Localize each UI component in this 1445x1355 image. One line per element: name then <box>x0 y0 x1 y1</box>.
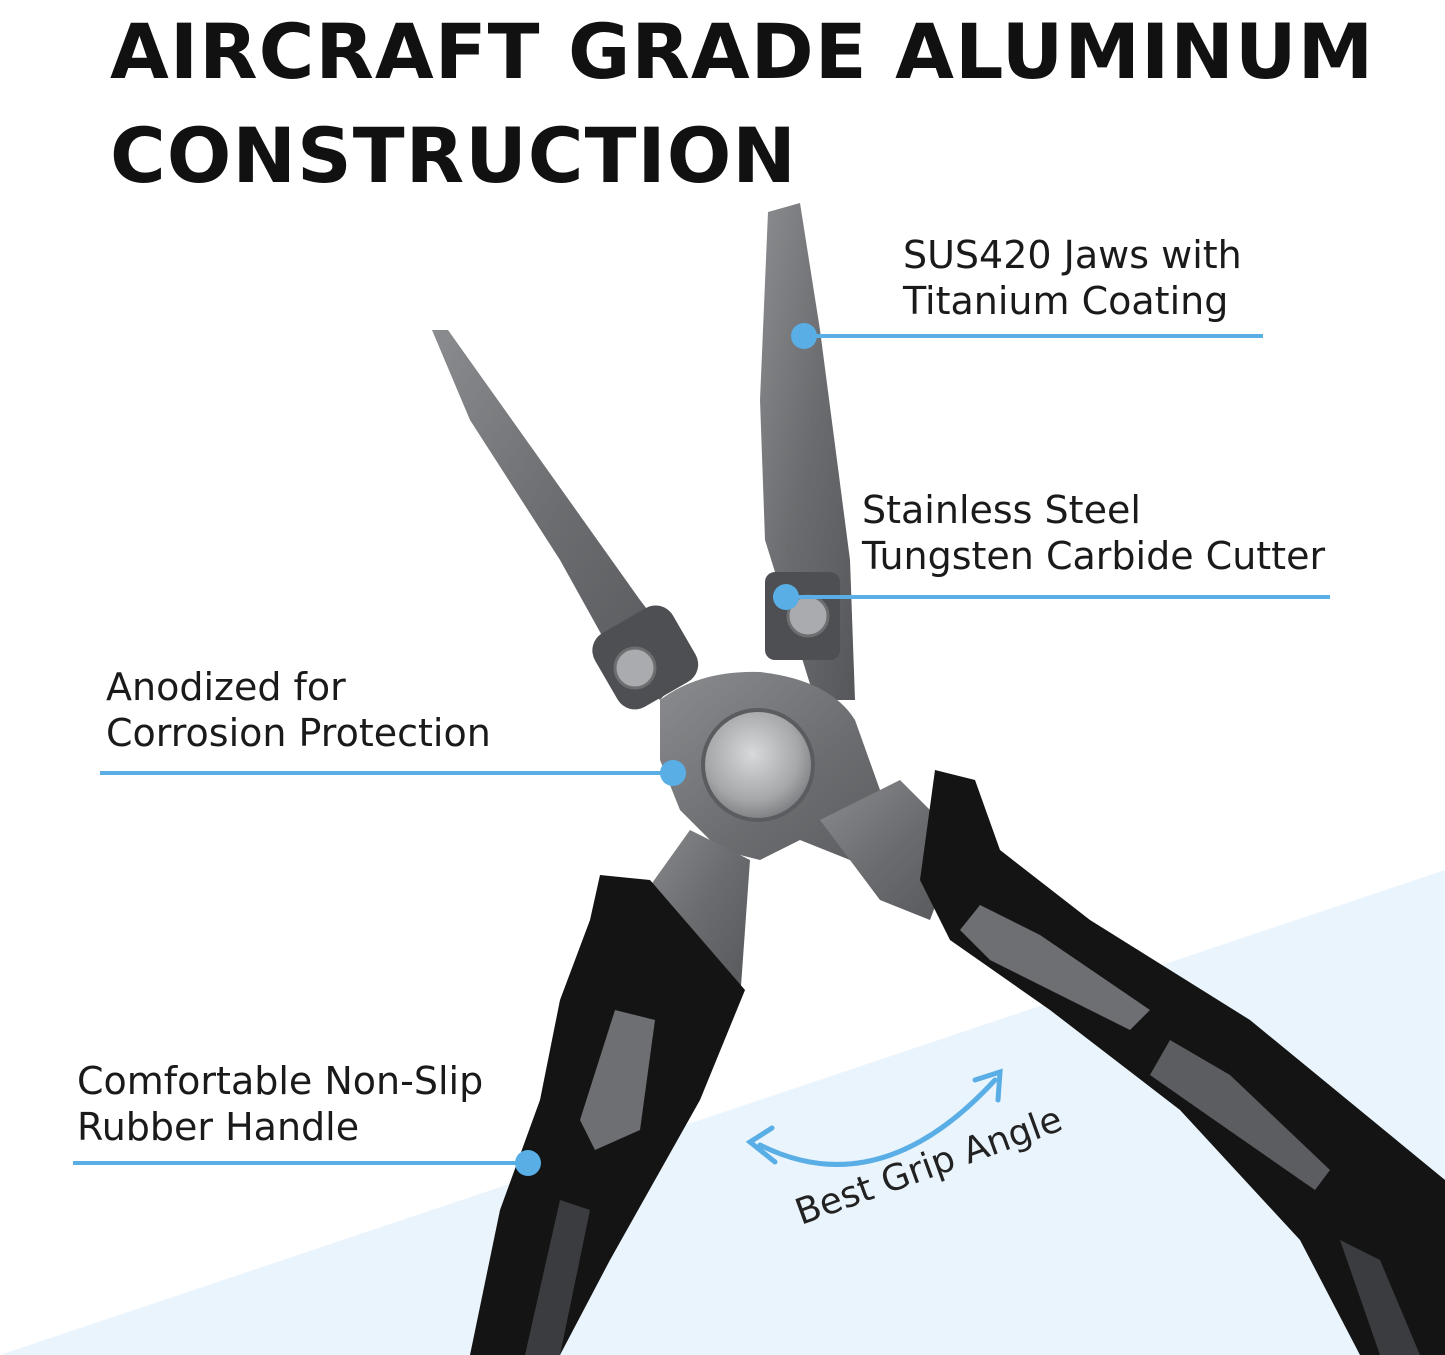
callout-handle-line-1: Comfortable Non-Slip <box>77 1059 484 1103</box>
callout-jaws-line-1: SUS420 Jaws with <box>903 233 1242 277</box>
page-title-line-1: AIRCRAFT GRADE ALUMINUM <box>110 7 1375 96</box>
callout-cutter-line-1: Stainless Steel <box>862 488 1141 532</box>
pivot-cap <box>701 708 815 822</box>
callout-handle: Comfortable Non-Slip Rubber Handle <box>77 1058 483 1150</box>
left-handle-slot-2 <box>525 1200 590 1355</box>
right-handle-slot-3 <box>1340 1240 1420 1355</box>
callout-handle-line-2: Rubber Handle <box>77 1105 360 1149</box>
page-title-line-2: CONSTRUCTION <box>110 111 797 200</box>
screw-left <box>613 646 657 690</box>
left-jaw <box>432 330 690 700</box>
callout-anodized: Anodized for Corrosion Protection <box>106 664 491 756</box>
page-title: AIRCRAFT GRADE ALUMINUM CONSTRUCTION <box>110 0 1374 208</box>
callout-cutter: Stainless Steel Tungsten Carbide Cutter <box>862 487 1325 579</box>
right-handle-slot-2 <box>1150 1040 1330 1190</box>
callout-dot-icon <box>515 323 817 1176</box>
callout-anodized-line-2: Corrosion Protection <box>106 711 491 755</box>
curved-double-arrow-icon <box>745 1068 1003 1167</box>
callout-anodized-line-1: Anodized for <box>106 665 346 709</box>
callout-jaws-line-2: Titanium Coating <box>903 279 1229 323</box>
left-handle-slot <box>580 1010 655 1150</box>
right-handle-slot <box>960 905 1150 1030</box>
callout-lines <box>73 334 1330 1165</box>
callout-cutter-line-2: Tungsten Carbide Cutter <box>862 534 1326 578</box>
callout-jaws: SUS420 Jaws with Titanium Coating <box>903 232 1242 324</box>
